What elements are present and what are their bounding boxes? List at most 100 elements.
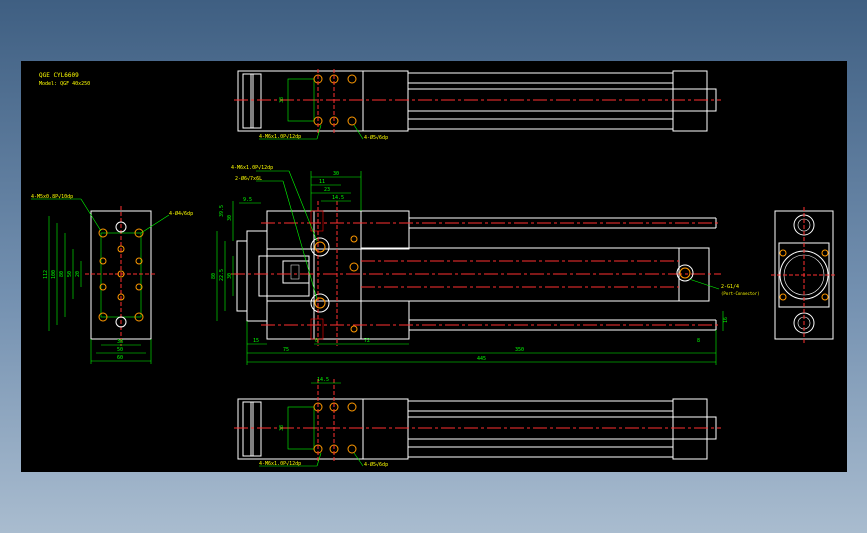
front-view-flange bbox=[236, 240, 248, 312]
front-view-dim-top5: 9.5 bbox=[243, 197, 252, 203]
left-view-leader-tl-tail bbox=[80, 198, 102, 232]
front-view-note-port: 2-G1/4 bbox=[721, 284, 739, 290]
front-view-dim-bot4: 72 bbox=[364, 338, 370, 344]
left-view-hole-9 bbox=[135, 257, 143, 265]
drawing-canvas[interactable]: QGE CYL6609 Model: QGF 40x250 38 4-M6x1.… bbox=[21, 61, 847, 472]
left-view-dim-width-mid: 50 bbox=[117, 347, 123, 353]
end-view-hole-2 bbox=[821, 249, 829, 257]
left-view-dim-h4: 50 bbox=[67, 271, 73, 277]
bottom-view-end bbox=[362, 398, 409, 460]
top-view-plate bbox=[250, 73, 262, 129]
bottom-view: 14.5 38 4-M6x1.0P√12dp 4-Ø5√6dp bbox=[234, 377, 721, 468]
left-view-hole-10 bbox=[99, 283, 107, 291]
bottom-view-note-left: 4-M6x1.0P√12dp bbox=[259, 461, 301, 467]
front-view-dim-bot1: 15 bbox=[253, 338, 259, 344]
bottom-view-plate bbox=[250, 401, 262, 457]
front-view: 30 11 23 14.5 9.5 4-M6x1.0P√12dp 2-Ø6√7x… bbox=[211, 165, 760, 365]
front-view-dim-top3: 23 bbox=[324, 187, 330, 193]
bottom-view-cap bbox=[672, 398, 708, 460]
front-view-port-inner bbox=[679, 267, 691, 279]
bottom-view-leader-left-tail bbox=[316, 452, 322, 467]
left-view-hole-6 bbox=[98, 228, 108, 238]
top-view-leader-right bbox=[353, 124, 364, 140]
front-view-dim-left4: 80 bbox=[211, 273, 217, 279]
title-line-2: Model: QGF 40x250 bbox=[39, 81, 90, 87]
front-view-dim-left5: 22.5 bbox=[219, 269, 225, 281]
front-view-nut bbox=[290, 264, 300, 280]
top-view-dim-height: 38 bbox=[279, 97, 285, 103]
end-view bbox=[771, 207, 837, 343]
front-view-dim-top4: 14.5 bbox=[332, 195, 344, 201]
top-view-note-left: 4-M6x1.0P√12dp bbox=[259, 134, 301, 140]
top-view-end bbox=[362, 70, 409, 132]
left-view-hole-4 bbox=[117, 293, 125, 301]
top-view-dim-box bbox=[287, 78, 315, 122]
left-view-note-top-left: 4-M5x0.8P√10dp bbox=[31, 194, 73, 200]
left-view-note-top-right: 4-Ø4√6dp bbox=[169, 210, 193, 217]
left-view-hole-1 bbox=[115, 221, 127, 233]
bottom-view-flange bbox=[242, 401, 254, 457]
front-view-hole-2 bbox=[350, 235, 358, 243]
cad-drawing: QGE CYL6609 Model: QGF 40x250 38 4-M6x1.… bbox=[31, 69, 837, 468]
front-view-dim-bot3: 0 bbox=[315, 338, 318, 344]
top-view-leader-left-tail bbox=[316, 124, 322, 140]
left-view-hole-7 bbox=[134, 228, 144, 238]
top-view-hole-5 bbox=[347, 74, 357, 84]
bottom-view-leader-right bbox=[353, 452, 364, 467]
top-view-note-right: 4-Ø5√6dp bbox=[364, 134, 388, 141]
left-view-dim-width-inner: 38 bbox=[117, 339, 123, 345]
left-view-dim-h5: 20 bbox=[75, 271, 81, 277]
end-view-hole-1 bbox=[779, 249, 787, 257]
front-view-hole-3 bbox=[350, 325, 358, 333]
bottom-view-note-right: 4-Ø5√6dp bbox=[364, 461, 388, 468]
front-view-port bbox=[676, 264, 694, 282]
left-view-hole-5 bbox=[115, 316, 127, 328]
bottom-view-hole-5 bbox=[347, 402, 357, 412]
front-view-dim-top2: 11 bbox=[319, 179, 325, 185]
front-view-upper-block bbox=[266, 210, 410, 250]
front-view-bore-upper bbox=[310, 237, 330, 257]
title-line-1: QGE CYL6609 bbox=[39, 72, 79, 79]
top-view-hole-6 bbox=[347, 116, 357, 126]
left-view-dim-h1: 112 bbox=[43, 270, 49, 279]
left-view-hole-3 bbox=[117, 270, 125, 278]
front-view-dim-left1: 39.5 bbox=[219, 205, 225, 217]
left-view-hole-13 bbox=[134, 312, 144, 322]
bottom-view-hole-6 bbox=[347, 444, 357, 454]
bottom-view-block bbox=[237, 398, 364, 460]
front-view-dim-left2: 30 bbox=[227, 215, 233, 221]
left-view-dim-width-outer: 60 bbox=[117, 355, 123, 361]
front-view-dim-total: 445 bbox=[477, 356, 486, 362]
front-view-dim-bot5: 350 bbox=[515, 347, 524, 353]
front-view-note-port-sub: (Port-Connector) bbox=[721, 291, 760, 296]
front-view-bore-upper-inner bbox=[314, 241, 326, 253]
top-view: 38 4-M6x1.0P√12dp 4-Ø5√6dp bbox=[234, 69, 721, 141]
front-view-note-1: 4-M6x1.0P√12dp bbox=[231, 165, 273, 171]
bottom-view-dim-top: 14.5 bbox=[317, 377, 329, 383]
front-view-hole-1 bbox=[349, 262, 359, 272]
front-view-bore-lower bbox=[310, 293, 330, 313]
front-view-leader-2-tail bbox=[282, 180, 318, 300]
front-view-dim-left3: 30 bbox=[227, 273, 233, 279]
front-view-fitting bbox=[282, 260, 310, 284]
left-view-hole-8 bbox=[99, 257, 107, 265]
left-view-hole-2 bbox=[117, 245, 125, 253]
front-view-leader-1-tail bbox=[288, 170, 318, 242]
left-view-dim-h2: 100 bbox=[51, 270, 57, 279]
bottom-view-dim-height: 38 bbox=[279, 425, 285, 431]
left-view-leader-tr bbox=[140, 214, 170, 234]
front-view-bore-lower-inner bbox=[314, 297, 326, 309]
top-view-cap bbox=[672, 70, 708, 132]
front-view-dim-right: 16 bbox=[723, 317, 729, 323]
front-view-lower-block bbox=[266, 300, 410, 340]
front-view-hatch-2 bbox=[310, 318, 324, 340]
front-view-hatch-1 bbox=[310, 210, 324, 232]
end-view-hole-3 bbox=[779, 293, 787, 301]
end-view-hole-4 bbox=[821, 293, 829, 301]
front-view-end-plate bbox=[246, 230, 268, 322]
left-view-hole-11 bbox=[135, 283, 143, 291]
front-view-leader-port bbox=[688, 278, 720, 290]
top-view-flange bbox=[242, 73, 254, 129]
front-view-dim-bot6: 8 bbox=[697, 338, 700, 344]
front-view-dim-bot2: 75 bbox=[283, 347, 289, 353]
